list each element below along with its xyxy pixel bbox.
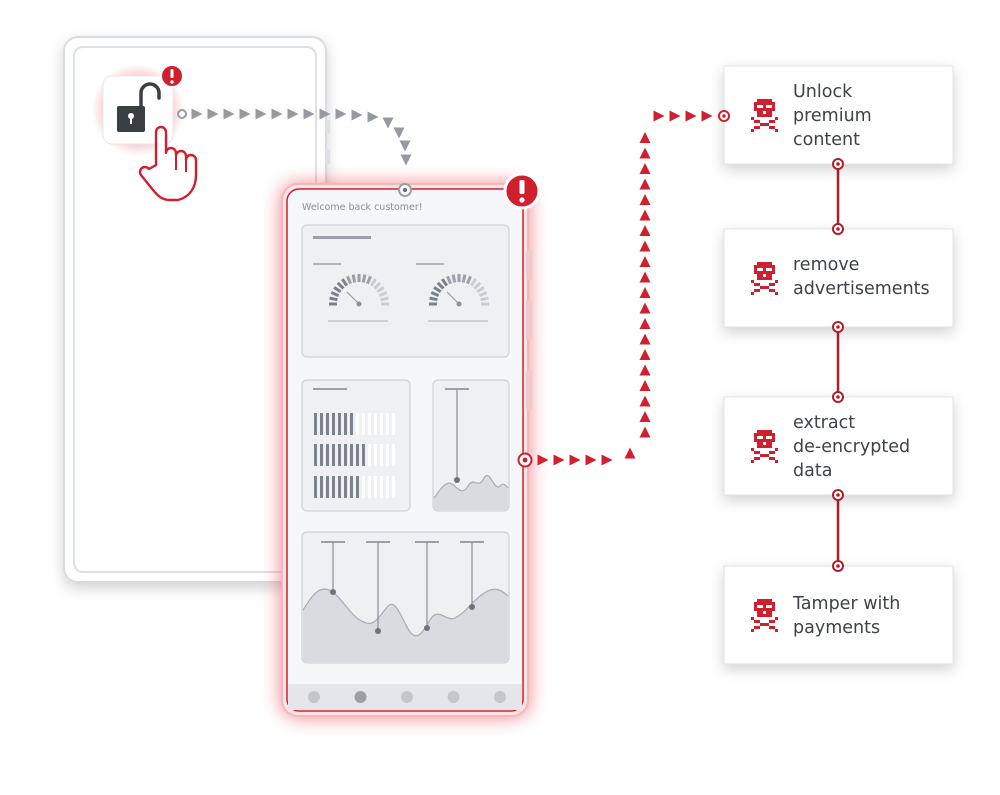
nav-dot[interactable] [308,691,320,703]
phone-top-connector [398,183,412,197]
skull-crossbones-icon [751,430,778,463]
phone-alert-icon [503,172,541,210]
gauge-panel [301,224,510,358]
gauge-ticks [329,274,489,307]
threat-card [723,565,954,665]
lock-alert-icon [160,64,184,88]
threat-label-tamper-payments: Tamper with payments [793,594,901,638]
threat-cards [718,65,954,665]
nav-dot[interactable] [401,691,413,703]
unlock-tile[interactable] [92,64,184,156]
phone-side-connector [517,452,533,468]
skull-crossbones-icon [751,99,778,132]
threat-card [723,228,954,328]
welcome-text: Welcome back customer! [302,202,423,213]
threat-label-extract-data: extract de-encrypted data [793,413,911,481]
large-chart-panel [301,531,510,664]
nav-dot[interactable] [447,691,460,703]
threat-card [723,65,954,165]
small-chart-panel [432,379,510,512]
gray-arrow-path [177,108,412,166]
bars-panel [301,379,411,512]
bottom-nav [288,684,522,710]
nav-dot[interactable] [354,691,367,703]
nav-dot[interactable] [494,691,506,703]
red-arrow-path [537,110,713,466]
unlocked-padlock-icon [117,82,161,132]
threat-label-unlock-premium: Unlock premium content [793,82,872,150]
threat-label-remove-ads: remove advertisements [793,255,930,299]
skull-crossbones-icon [751,599,778,632]
pointing-hand-icon [138,125,198,202]
bar-rows [314,413,395,498]
skull-crossbones-icon [751,262,778,295]
